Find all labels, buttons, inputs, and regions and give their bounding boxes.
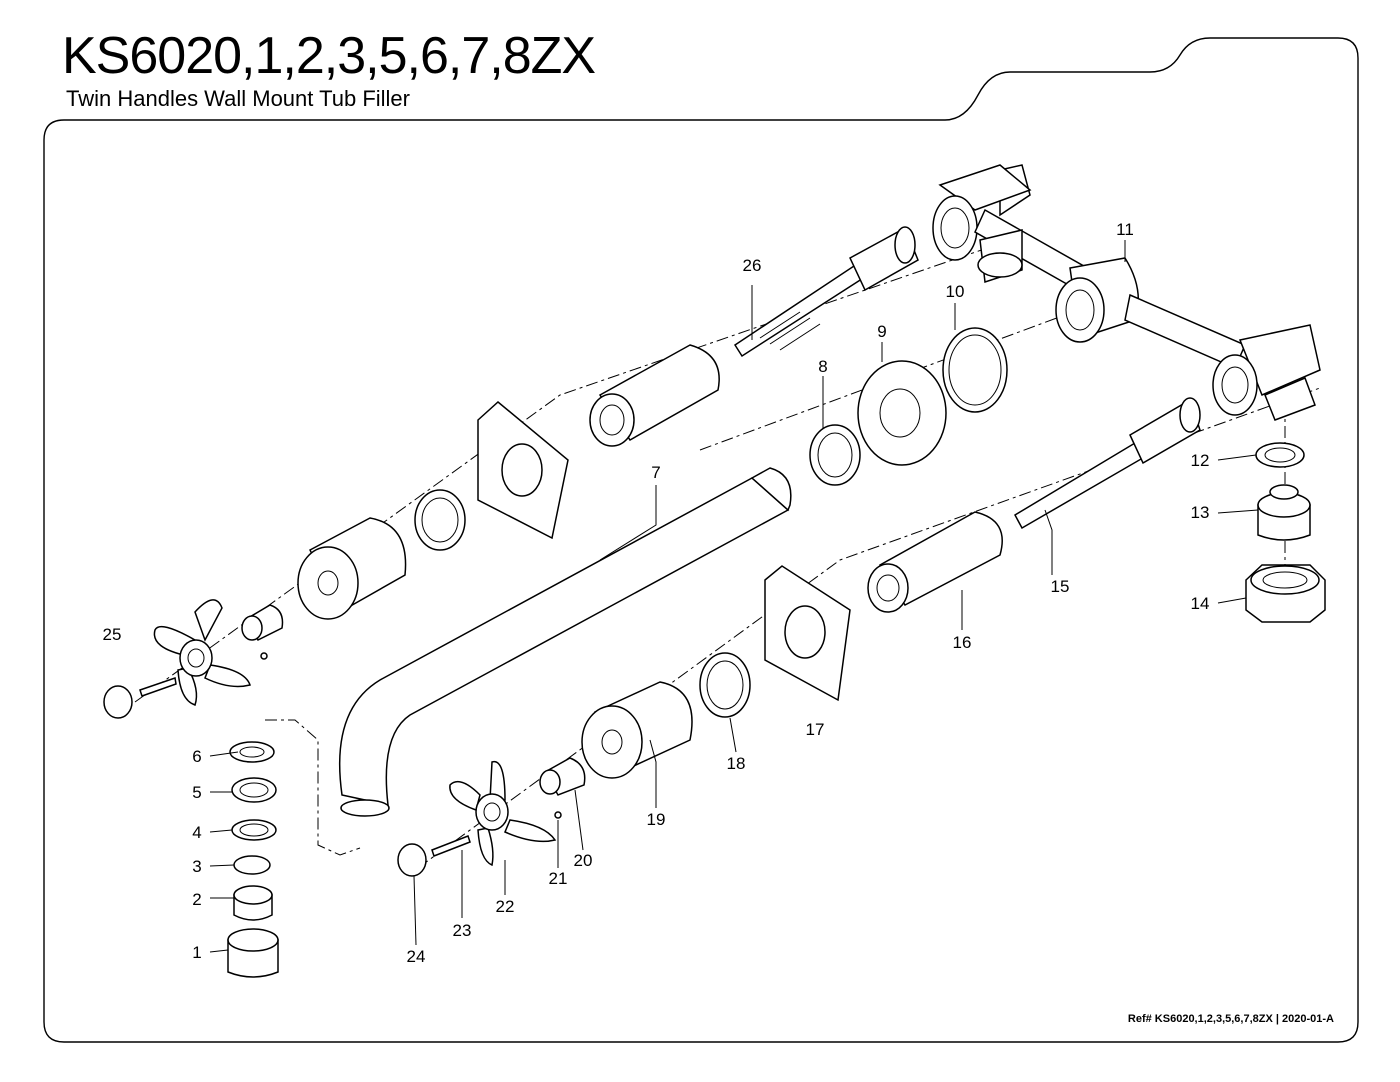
part-19-sleeve bbox=[581, 681, 693, 779]
part-22-cross-handle bbox=[449, 760, 562, 867]
part-12-washer bbox=[1255, 442, 1305, 468]
page-title: KS6020,1,2,3,5,6,7,8ZX bbox=[62, 27, 596, 85]
callout-11: 11 bbox=[1116, 220, 1134, 239]
part-23-screw bbox=[431, 835, 471, 857]
callout-13: 13 bbox=[1191, 503, 1210, 522]
callout-15: 15 bbox=[1051, 577, 1070, 596]
callout-14: 14 bbox=[1191, 594, 1210, 613]
part-17-escutcheon bbox=[764, 565, 851, 702]
part-16-sleeve bbox=[867, 511, 1003, 613]
drawing-frame bbox=[43, 37, 1359, 1043]
part-7-spout bbox=[338, 467, 792, 817]
callout-16: 16 bbox=[953, 633, 972, 652]
part-20-adapter bbox=[539, 757, 586, 796]
aerator-stack bbox=[227, 741, 279, 978]
callout-9: 9 bbox=[877, 322, 886, 341]
callout-4: 4 bbox=[192, 823, 201, 842]
part-9-flange bbox=[857, 360, 947, 466]
upper-sleeve bbox=[589, 344, 720, 447]
callout-7: 7 bbox=[651, 463, 660, 482]
callout-labels: 1 2 3 4 5 6 7 8 9 10 11 12 13 14 15 16 1… bbox=[103, 220, 1210, 966]
reference-code: Ref# KS6020,1,2,3,5,6,7,8ZX | 2020-01-A bbox=[1128, 1013, 1334, 1025]
callout-2: 2 bbox=[192, 890, 201, 909]
callout-19: 19 bbox=[647, 810, 666, 829]
callout-1: 1 bbox=[192, 943, 201, 962]
upper-adapter bbox=[241, 604, 284, 642]
callout-23: 23 bbox=[453, 921, 472, 940]
callout-5: 5 bbox=[192, 783, 201, 802]
part-11-valve-body bbox=[932, 164, 1321, 421]
callout-12: 12 bbox=[1191, 451, 1210, 470]
part-14-nut bbox=[1245, 564, 1326, 623]
callout-10: 10 bbox=[946, 282, 965, 301]
part-18-washer bbox=[699, 652, 751, 718]
callout-24: 24 bbox=[407, 947, 426, 966]
upper-handle-sleeve bbox=[297, 517, 407, 620]
page-subtitle: Twin Handles Wall Mount Tub Filler bbox=[66, 86, 410, 111]
callout-25: 25 bbox=[103, 625, 122, 644]
callout-22: 22 bbox=[496, 897, 515, 916]
callout-21: 21 bbox=[549, 869, 568, 888]
callout-6: 6 bbox=[192, 747, 201, 766]
callout-26: 26 bbox=[743, 256, 762, 275]
part-15-cartridge bbox=[1014, 397, 1201, 530]
part-10-o-ring bbox=[942, 327, 1008, 413]
leader-lines bbox=[209, 240, 1259, 953]
callout-3: 3 bbox=[192, 857, 201, 876]
upper-escutcheon bbox=[477, 401, 569, 540]
callout-8: 8 bbox=[818, 357, 827, 376]
part-26-cartridge bbox=[733, 226, 919, 358]
callout-17: 17 bbox=[806, 720, 825, 739]
part-25-cross-handle bbox=[103, 599, 268, 719]
part-24-cap bbox=[397, 843, 427, 877]
callout-20: 20 bbox=[574, 851, 593, 870]
part-13-adapter bbox=[1257, 484, 1311, 541]
callout-18: 18 bbox=[727, 754, 746, 773]
upper-washer bbox=[414, 489, 466, 551]
